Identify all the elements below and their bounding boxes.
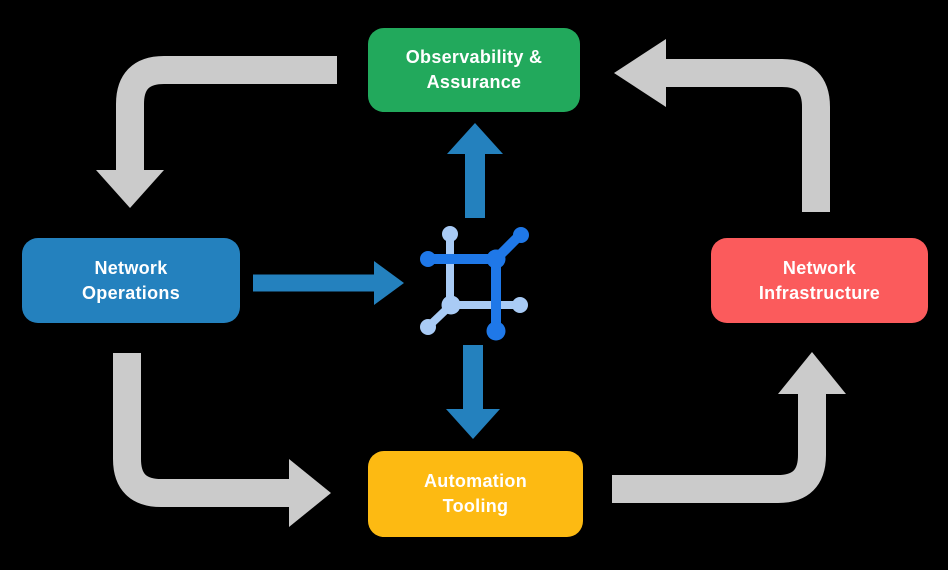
arrow-infrastructure-to-observability [614,39,830,212]
node-label: Network Operations [81,257,181,303]
node-label: Automation Tooling [424,471,527,516]
network-topology-icon [420,226,529,341]
arrow-operations-to-automation [113,353,331,527]
arrow-center-to-observability [447,123,503,218]
node-network-operations: Network Operations [22,238,240,323]
arrow-center-to-automation [446,345,500,439]
arrow-automation-to-infrastructure [612,352,846,503]
node-automation-tooling: Automation Tooling [368,451,583,537]
node-label: Network Infrastructure [758,257,881,303]
node-observability-assurance: Observability & Assurance [368,28,580,112]
node-network-infrastructure: Network Infrastructure [711,238,928,323]
node-label: Observability & Assurance [405,47,543,92]
arrow-operations-to-center [253,261,404,305]
arrow-observability-to-operations [96,56,337,208]
